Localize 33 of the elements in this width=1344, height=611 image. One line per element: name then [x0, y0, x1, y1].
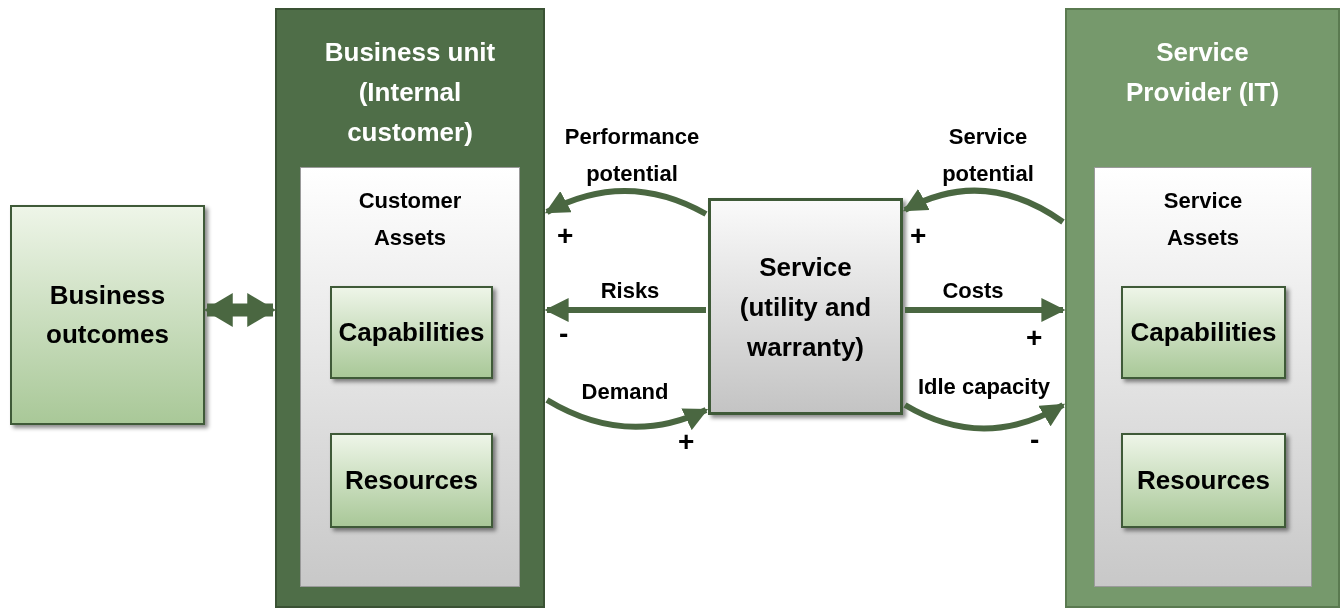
resource-box: Resources — [1121, 433, 1286, 528]
arrow — [902, 187, 1065, 225]
group-panel — [275, 8, 545, 608]
edge-label: Costs — [941, 277, 1005, 305]
outcome-box: Business outcomes — [10, 205, 205, 425]
polarity-sign: + — [678, 426, 695, 458]
polarity-sign: + — [557, 220, 574, 252]
assets-panel — [1094, 167, 1312, 587]
edge-label: Idle capacity — [916, 373, 1052, 401]
capability-box: Capabilities — [330, 286, 493, 379]
resource-box: Resources — [330, 433, 493, 528]
assets-panel — [300, 167, 520, 587]
arrow — [903, 402, 1066, 432]
polarity-sign: - — [1030, 424, 1040, 456]
arrow — [905, 298, 1066, 322]
group-panel — [1065, 8, 1340, 608]
edge-label: Risks — [599, 277, 661, 305]
arrow — [544, 188, 708, 217]
edge-label: Service potential — [941, 123, 1035, 188]
capability-box: Capabilities — [1121, 286, 1286, 379]
polarity-sign: - — [559, 318, 569, 350]
arrow — [204, 295, 276, 325]
arrow — [544, 298, 706, 322]
edge-label: Performance potential — [563, 123, 701, 188]
panel-title: Business unit (Internal customer) — [323, 36, 497, 149]
polarity-sign: + — [910, 220, 927, 252]
arrow — [545, 397, 709, 430]
panel-title: Service Assets — [1162, 187, 1244, 252]
panel-title: Customer Assets — [357, 187, 463, 252]
panel-title: Service Provider (IT) — [1124, 36, 1281, 109]
edge-label: Demand — [580, 378, 670, 406]
polarity-sign: + — [1026, 322, 1043, 354]
service-box: Service (utility and warranty) — [708, 198, 903, 415]
